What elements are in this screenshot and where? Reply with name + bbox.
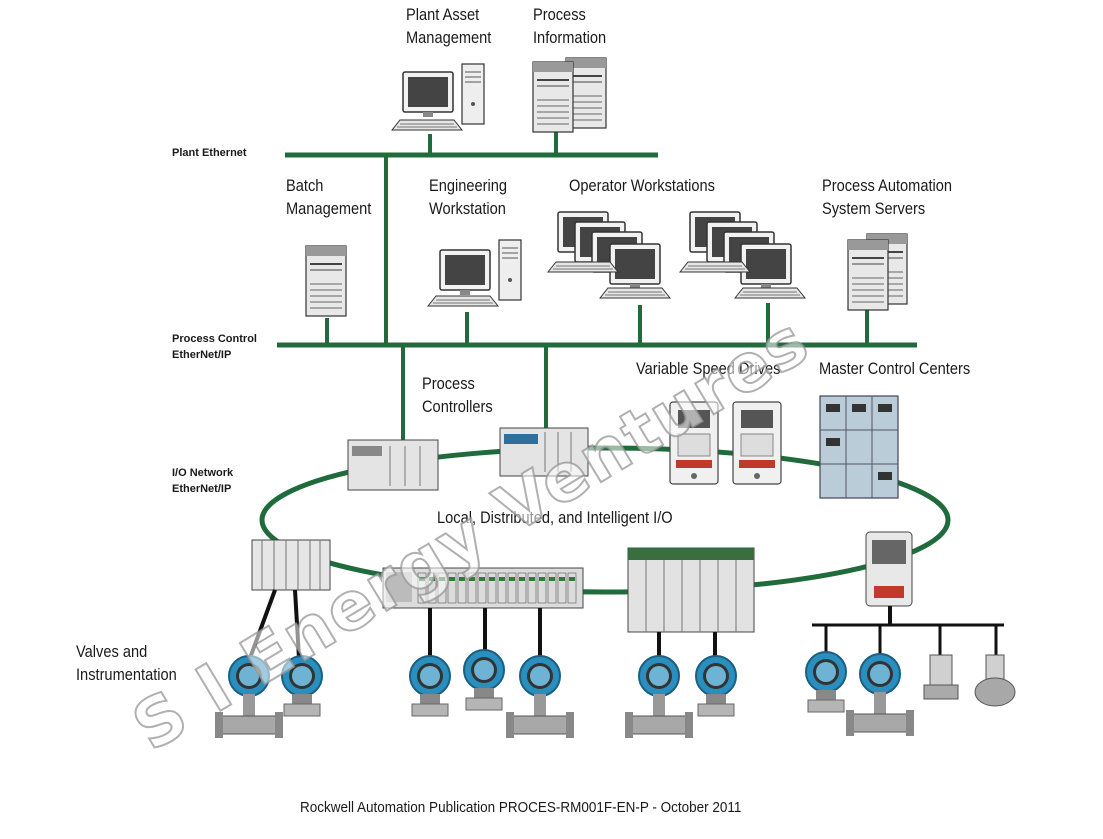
process-automation-label-line2: System Servers [822, 199, 926, 218]
process-controllers-label-line1: Process [422, 374, 475, 393]
master-control-centers-label: Master Control Centers [819, 359, 971, 378]
local-io-chassis [627, 547, 755, 633]
process-control-ethernet-bus [277, 303, 917, 442]
operator-workstations-label: Operator Workstations [569, 176, 715, 195]
operator-workstations [547, 211, 806, 299]
plant-asset-label-line2: Management [406, 28, 492, 47]
field-instruments [214, 649, 1016, 739]
distributed-io-left [251, 539, 331, 591]
process-controller-2 [499, 427, 589, 477]
local-io-label: Local, Distributed, and Intelligent I/O [437, 508, 673, 527]
io-network-label-line2: EtherNet/IP [172, 483, 232, 495]
valves-label-line1: Valves and [76, 642, 148, 661]
io-network-ring [259, 445, 951, 595]
process-information-servers [532, 57, 607, 133]
process-control-net-label-line1: Process Control [172, 333, 257, 345]
process-automation-label-line1: Process Automation [822, 176, 953, 195]
master-control-center [819, 395, 899, 499]
io-network-label-line1: I/O Network [172, 467, 234, 479]
process-controllers-label-line2: Controllers [422, 397, 493, 416]
process-control-net-label-line2: EtherNet/IP [172, 349, 232, 361]
batch-label-line2: Management [286, 199, 372, 218]
publication-footer: Rockwell Automation Publication PROCES-R… [300, 799, 742, 816]
variable-speed-drives-label: Variable Speed Drives [636, 359, 781, 378]
engineering-label-line1: Engineering [429, 176, 508, 195]
valves-label-line2: Instrumentation [76, 665, 177, 684]
plant-asset-label-line1: Plant Asset [406, 5, 480, 24]
batch-label-line1: Batch [286, 176, 324, 195]
plant-asset-workstation [391, 63, 485, 131]
distributed-io-center [382, 567, 584, 609]
process-automation-servers [847, 233, 908, 311]
process-info-label-line2: Information [533, 28, 607, 47]
engineering-label-line2: Workstation [429, 199, 506, 218]
engineering-workstation [427, 239, 522, 307]
batch-management-server [305, 245, 347, 317]
plant-ethernet-label: Plant Ethernet [172, 147, 247, 159]
process-controller-1 [347, 439, 439, 491]
instrument-cables [248, 589, 1004, 659]
process-info-label-line1: Process [533, 5, 586, 24]
intelligent-io-gateway [865, 531, 913, 607]
